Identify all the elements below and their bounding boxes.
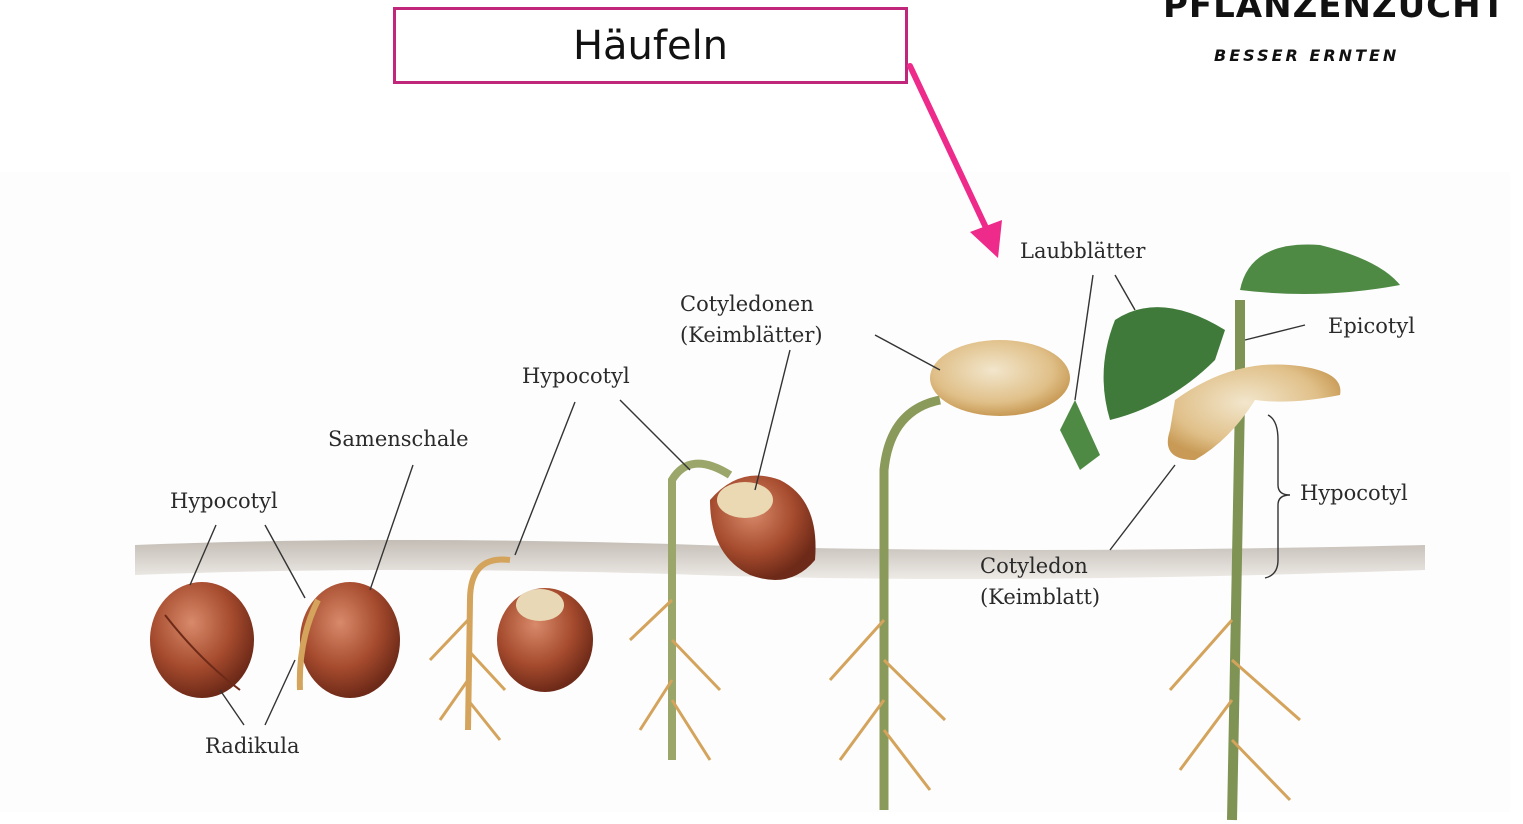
label-epicotyl: Epicotyl xyxy=(1328,314,1415,338)
label-samenschale: Samenschale xyxy=(328,427,469,451)
label-radikula: Radikula xyxy=(205,734,299,758)
label-keimblaetter: (Keimblätter) xyxy=(680,323,823,347)
label-hypocotyl-3: Hypocotyl xyxy=(1300,481,1408,505)
label-keimblatt: (Keimblatt) xyxy=(980,585,1100,609)
label-hypocotyl-2: Hypocotyl xyxy=(522,364,630,388)
label-cotyledonen: Cotyledonen xyxy=(680,292,814,316)
label-cotyledon: Cotyledon xyxy=(980,554,1088,578)
label-laubblaetter: Laubblätter xyxy=(1020,239,1146,263)
label-hypocotyl-1: Hypocotyl xyxy=(170,489,278,513)
